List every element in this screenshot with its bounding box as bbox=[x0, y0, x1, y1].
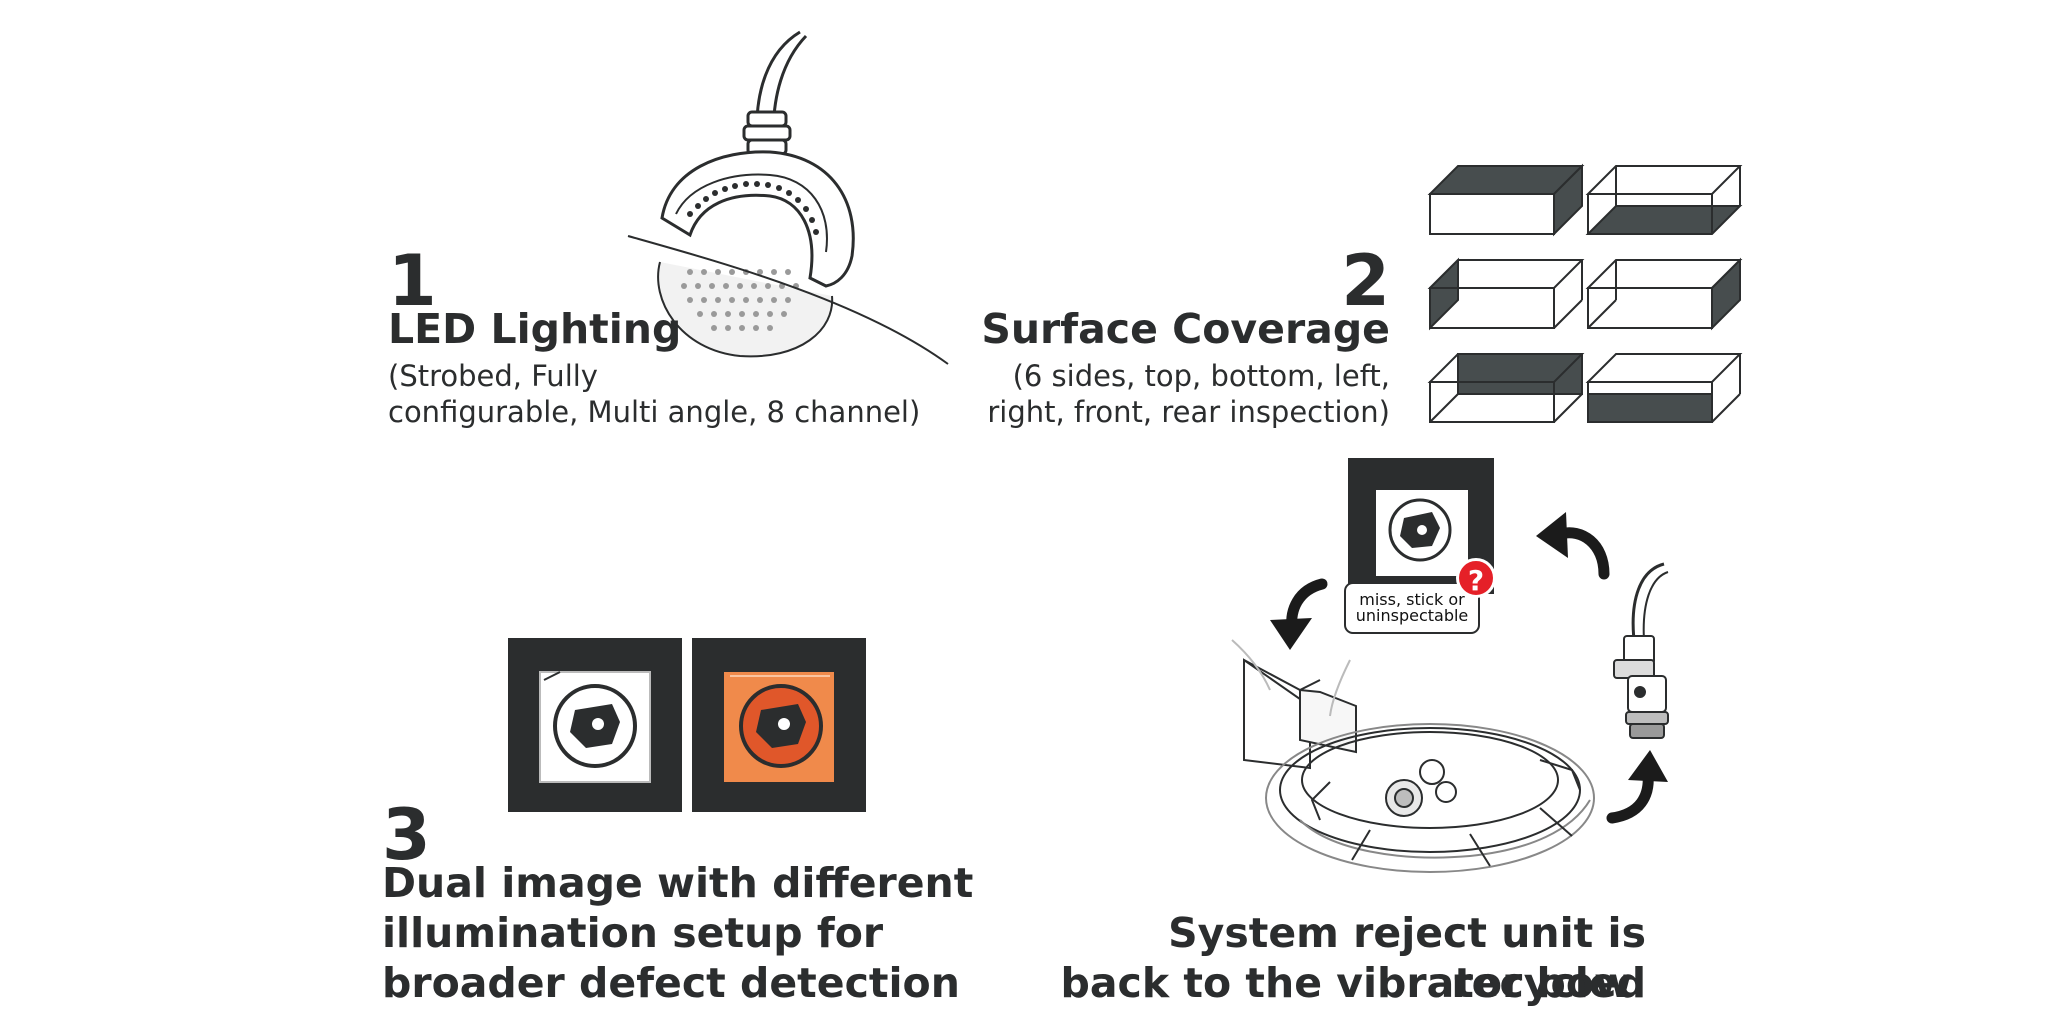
step-1-desc-line2: configurable, Multi angle, 8 channel) bbox=[388, 395, 921, 429]
question-badge-icon: ? bbox=[1456, 558, 1496, 598]
step-3-number: 3 bbox=[382, 794, 431, 876]
step-2-desc-line2: right, front, rear inspection) bbox=[987, 395, 1390, 429]
step-3-title-line1: Dual image with different bbox=[382, 859, 974, 907]
cube-face-icon bbox=[1427, 257, 1585, 331]
step-3-title-line2: illumination setup for bbox=[382, 909, 884, 957]
part-image-icon bbox=[508, 638, 682, 812]
cube-face-icon bbox=[1427, 353, 1585, 423]
reject-reason-line1: miss, stick or bbox=[1359, 590, 1465, 609]
step-1-number: 1 bbox=[388, 240, 437, 322]
curved-arrow-icon bbox=[1536, 512, 1610, 580]
step-2-desc-line1: (6 sides, top, bottom, left, bbox=[1012, 359, 1390, 393]
camera-icon bbox=[1613, 562, 1669, 739]
curved-arrow-icon bbox=[1606, 750, 1668, 824]
step-3-title-line3: broader defect detection bbox=[382, 959, 960, 1007]
reject-reason-bubble: miss, stick or uninspectable bbox=[1344, 582, 1480, 634]
curved-arrow-icon bbox=[1270, 578, 1328, 650]
step-1-title: LED Lighting bbox=[388, 305, 682, 353]
step-2-title: Surface Coverage bbox=[981, 305, 1390, 353]
cube-face-icon bbox=[1585, 165, 1743, 235]
step-1-desc-line1: (Strobed, Fully bbox=[388, 359, 598, 393]
reject-reason-line2: uninspectable bbox=[1355, 606, 1469, 625]
reject-caption-line1: System reject unit is recycled bbox=[1168, 909, 1646, 1007]
step-2-number: 2 bbox=[1341, 240, 1390, 322]
cube-face-icon bbox=[1427, 163, 1585, 237]
cube-face-icon bbox=[1585, 257, 1743, 331]
part-image-icon bbox=[1348, 458, 1494, 594]
part-image-icon bbox=[692, 638, 866, 812]
vibrator-bowl-icon bbox=[1231, 639, 1595, 873]
reject-caption-line2: back to the vibrator bowl bbox=[1060, 959, 1647, 1007]
cube-face-icon bbox=[1585, 353, 1743, 423]
